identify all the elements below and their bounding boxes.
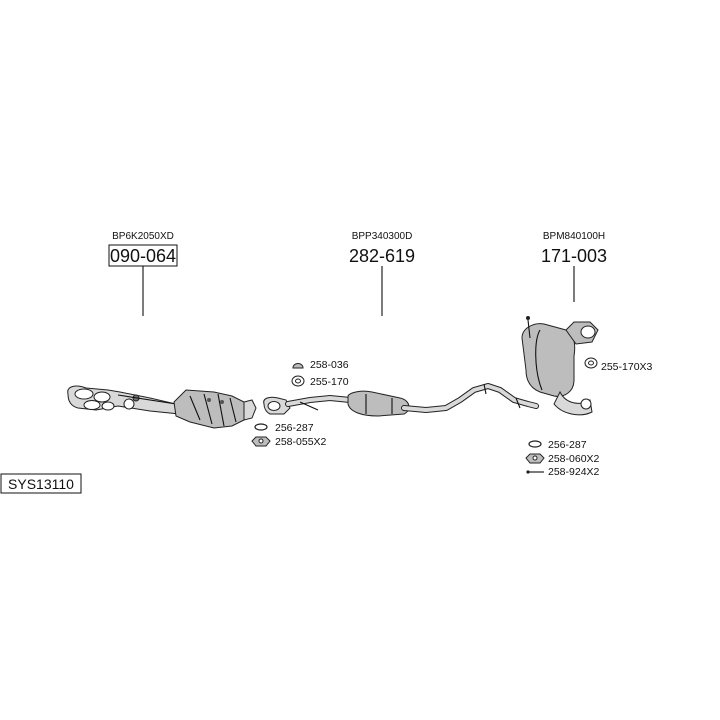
middle-pipe-flange[interactable] xyxy=(263,396,291,415)
accessory-item[interactable]: 256-287 xyxy=(254,422,314,434)
accessory-item[interactable]: 258-924X2 xyxy=(526,466,600,478)
accessory-label: 258-036 xyxy=(310,359,349,371)
accessory-label: 258-924X2 xyxy=(548,466,600,478)
accessory-item[interactable]: 256-287 xyxy=(528,439,587,451)
ref-code-rear: BPM840100H xyxy=(543,231,605,242)
section-front-pipe: BP6K2050XD 090-064 xyxy=(67,231,257,429)
accessory-label: 256-287 xyxy=(548,439,587,451)
accessory-label: 255-170X3 xyxy=(601,361,653,373)
accessory-item[interactable]: 258-060X2 xyxy=(525,453,600,465)
accessory-item[interactable]: 258-036 xyxy=(292,359,349,371)
rear-silencer[interactable] xyxy=(521,316,599,416)
accessory-label: 256-287 xyxy=(275,422,314,434)
exhaust-manifold[interactable] xyxy=(67,385,181,415)
accessory-list-front: 256-287 258-055X2 xyxy=(251,422,327,448)
accessory-label: 255-170 xyxy=(310,376,349,388)
part-number-rear[interactable]: 171-003 xyxy=(541,246,607,266)
gasket-icon xyxy=(584,357,598,369)
system-code-box: SYS13110 xyxy=(0,473,82,494)
accessory-label: 258-055X2 xyxy=(275,436,327,448)
accessory-list-rear: 255-170X3 256-287 258-060X2 258-924X2 xyxy=(525,357,653,478)
accessory-item[interactable]: 255-170 xyxy=(291,375,349,388)
system-code: SYS13110 xyxy=(8,476,74,492)
accessory-item[interactable]: 258-055X2 xyxy=(251,436,327,448)
accessory-label: 258-060X2 xyxy=(548,453,600,465)
part-number-middle[interactable]: 282-619 xyxy=(349,246,415,266)
part-number-front[interactable]: 090-064 xyxy=(110,246,176,266)
section-rear-silencer: BPM840100H 171-003 xyxy=(521,231,607,416)
ref-code-middle: BPP340300D xyxy=(352,231,413,242)
gasket-icon xyxy=(291,375,305,387)
center-silencer[interactable] xyxy=(347,390,410,417)
ref-code-front: BP6K2050XD xyxy=(112,231,174,242)
catalytic-converter[interactable] xyxy=(173,389,257,429)
rubber-hanger-icon xyxy=(292,363,304,369)
accessory-list-middle: 258-036 255-170 xyxy=(291,359,349,388)
section-middle-pipe: BPP340300D 282-619 xyxy=(263,231,539,417)
sealing-ring-icon xyxy=(528,440,542,448)
accessory-item[interactable]: 255-170X3 xyxy=(584,357,653,373)
sealing-ring-icon xyxy=(254,423,268,431)
